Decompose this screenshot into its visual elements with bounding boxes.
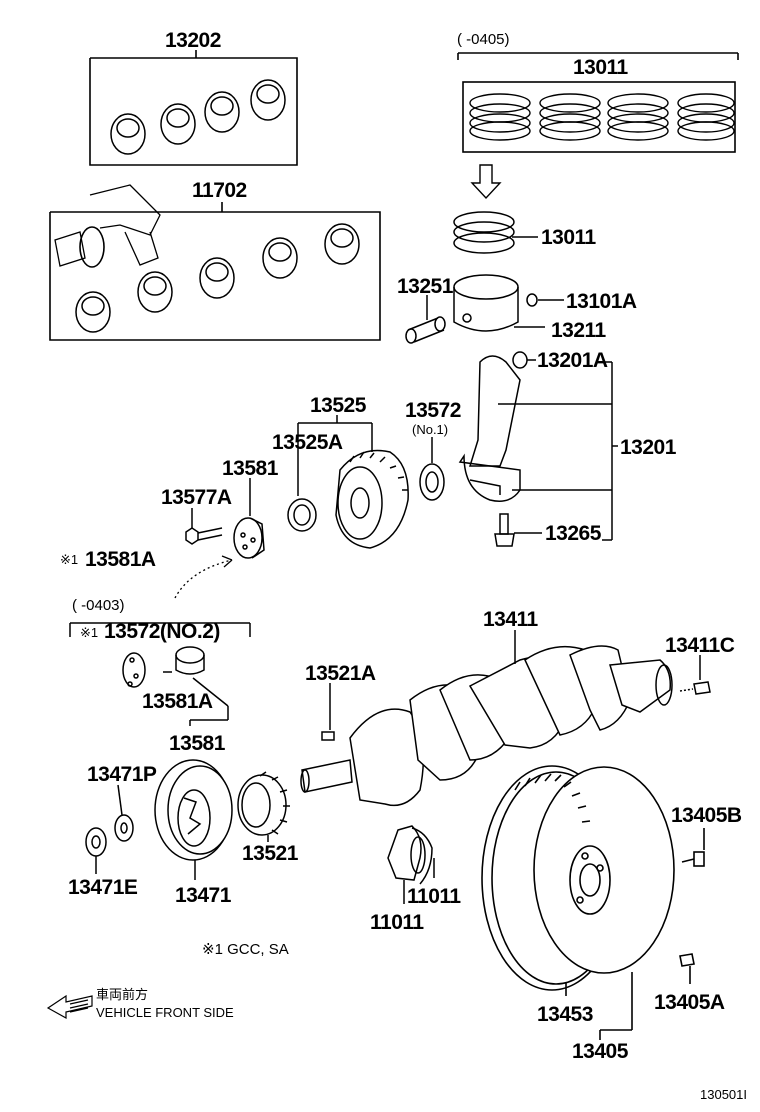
front-side-arrow <box>46 994 93 1020</box>
label-13521: 13521 <box>242 842 298 865</box>
label-13471p: 13471P <box>87 763 157 786</box>
label-13581-b: 13581 <box>169 732 225 755</box>
label-13471: 13471 <box>175 884 231 907</box>
label-13453: 13453 <box>537 1003 593 1026</box>
label-13251: 13251 <box>397 275 453 298</box>
label-13201a: 13201A <box>537 349 608 372</box>
front-side-en: VEHICLE FRONT SIDE <box>96 1005 234 1020</box>
label-13577a: 13577A <box>161 486 232 509</box>
label-11011-right: 11011 <box>407 885 461 908</box>
thrust-washers-11011 <box>387 825 435 904</box>
label-13581a-b: 13581A <box>142 690 213 713</box>
label-13471e: 13471E <box>68 876 138 899</box>
label-13411c: 13411C <box>665 634 735 657</box>
label-13581: 13581 <box>222 457 278 480</box>
mark-13581a: ※1 <box>60 552 79 567</box>
flywheel-13405 <box>481 765 705 1040</box>
label-13202: 13202 <box>165 29 221 52</box>
range-pulley-set: ( -0403) <box>72 597 125 614</box>
label-11011-left: 11011 <box>370 911 424 934</box>
crankshaft-13411 <box>300 630 711 807</box>
footer-code: 130501I <box>700 1087 747 1102</box>
timing-gear-assembly <box>174 415 409 599</box>
label-13405b: 13405B <box>671 804 742 827</box>
label-13011: 13011 <box>541 226 596 249</box>
bearing-set-11702 <box>49 184 381 341</box>
crank-pulley-group <box>85 759 290 880</box>
mark-13572-no2: ※1 <box>80 625 99 640</box>
label-13405: 13405 <box>572 1040 628 1063</box>
label-13525: 13525 <box>310 394 366 417</box>
piston-assembly <box>405 211 618 547</box>
label-13201: 13201 <box>620 436 676 459</box>
label-13411: 13411 <box>483 608 538 631</box>
label-13405a: 13405A <box>654 991 725 1014</box>
label-13572: 13572 <box>405 399 461 422</box>
range-piston-ring: ( -0405) <box>457 31 510 48</box>
label-13525a: 13525A <box>272 431 343 454</box>
label-13011-set: 13011 <box>573 56 628 79</box>
legend-note: ※1 GCC, SA <box>202 941 289 958</box>
label-13211: 13211 <box>551 319 606 342</box>
label-13581a: 13581A <box>85 548 156 571</box>
label-13572-no2: 13572(NO.2) <box>104 620 220 643</box>
label-13572-sub: (No.1) <box>412 422 449 437</box>
pulley-set-13572-no2 <box>69 622 251 726</box>
label-13265: 13265 <box>545 522 601 545</box>
label-11702: 11702 <box>192 179 247 202</box>
label-13101a: 13101A <box>566 290 637 313</box>
front-side-jp: 車両前方 <box>96 987 149 1002</box>
label-13521a: 13521A <box>305 662 376 685</box>
piston-ring-set-13011 <box>457 52 739 200</box>
bearing-set-13202 <box>89 50 298 166</box>
